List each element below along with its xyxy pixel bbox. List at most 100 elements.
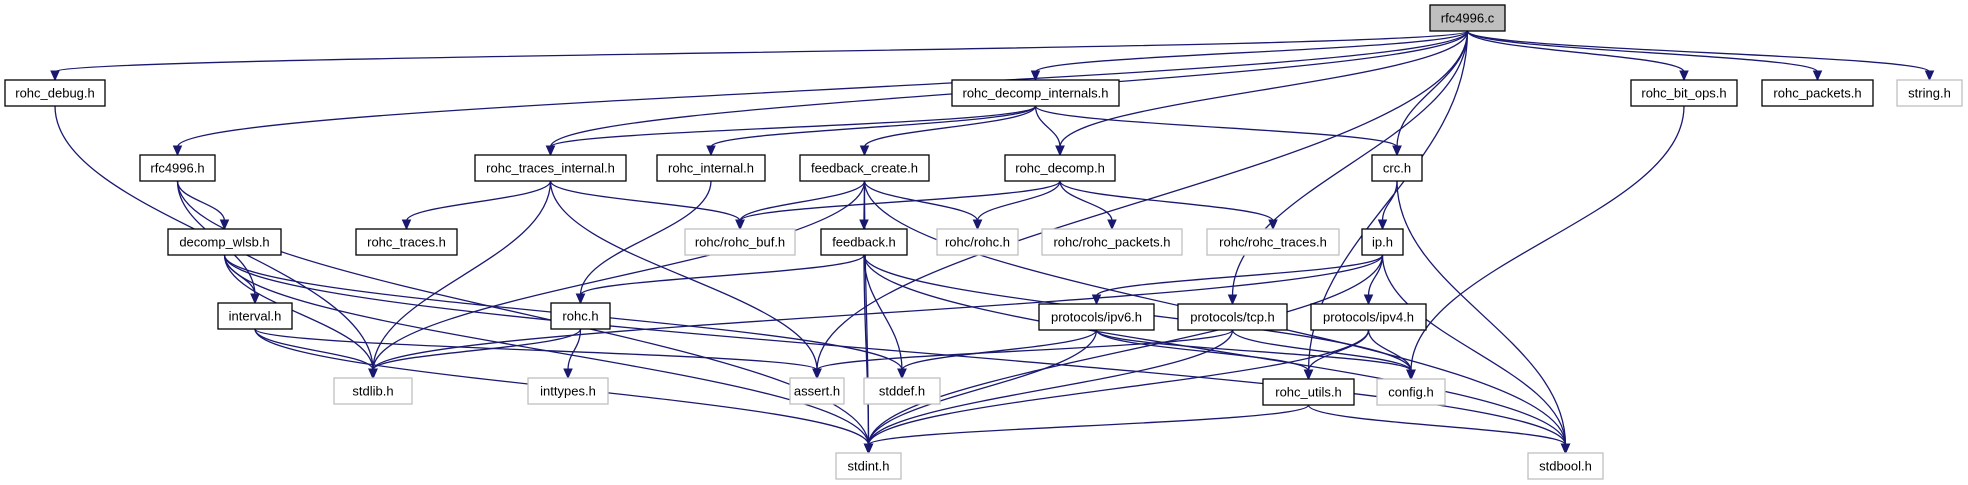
edge-protocols-tcp-h-to-stdint-h [867, 329, 1234, 446]
node-label: decomp_wlsb.h [179, 235, 269, 250]
arrowhead [401, 219, 412, 231]
node-label: rohc_traces_internal.h [486, 161, 615, 176]
node-label: feedback.h [832, 235, 896, 250]
node-box [474, 154, 627, 182]
arrowhead [1227, 294, 1238, 306]
node-label: stdbool.h [1539, 459, 1592, 474]
edge-rohc-decomp-h-to-rohc-rohc-traces-h [1059, 180, 1274, 222]
node-rohc-decomp-h[interactable]: rohc_decomp.h [1004, 154, 1116, 182]
node-box [1376, 378, 1446, 406]
node-box [1361, 228, 1404, 256]
arrowhead [575, 293, 586, 305]
node-protocols-tcp-h[interactable]: protocols/tcp.h [1177, 303, 1288, 331]
node-decomp-wlsb-h[interactable]: decomp_wlsb.h [167, 228, 282, 256]
node-rohc-debug-h[interactable]: rohc_debug.h [4, 79, 106, 107]
edge-feedback-create-h-to-rohc-rohc-h [863, 180, 979, 222]
node-box [789, 377, 845, 405]
node-label: stdint.h [848, 459, 890, 474]
arrowhead [172, 145, 183, 157]
node-stdint-h: stdint.h [835, 452, 902, 480]
node-label: protocols/ipv6.h [1051, 310, 1142, 325]
node-rohc-internal-h[interactable]: rohc_internal.h [656, 154, 766, 182]
node-rohc-decomp-internals-h[interactable]: rohc_decomp_internals.h [951, 79, 1120, 107]
node-feedback-create-h[interactable]: feedback_create.h [799, 154, 930, 182]
node-box [936, 228, 1019, 256]
node-label: protocols/ipv4.h [1323, 310, 1414, 325]
node-label: feedback_create.h [811, 161, 918, 176]
arrowhead [1679, 70, 1689, 82]
arrowhead [706, 145, 716, 157]
node-box [139, 154, 216, 182]
edge-decomp-wlsb-h-to-stdint-h [223, 254, 870, 446]
node-box [217, 302, 293, 330]
edge-rohc-traces-internal-h-to-rohc-rohc-buf-h [549, 180, 741, 222]
arrowhead [1268, 219, 1278, 231]
arrowhead [1107, 219, 1117, 231]
node-box [1262, 378, 1355, 406]
arrowhead [50, 70, 60, 82]
arrowhead [897, 368, 907, 380]
edge-rohc-traces-internal-h-to-stdlib-h [372, 180, 552, 371]
node-rfc4996-c[interactable]: rfc4996.c [1429, 4, 1506, 32]
node-box [1761, 79, 1874, 107]
arrowhead [219, 219, 230, 231]
edge-rohc-decomp-internals-h-to-crc-h [1034, 105, 1398, 148]
edge-rohc-internal-h-to-rohc-h [579, 180, 712, 296]
node-crc-h[interactable]: crc.h [1371, 154, 1423, 182]
node-label: assert.h [794, 384, 840, 399]
node-rohc-traces-h[interactable]: rohc_traces.h [355, 228, 458, 256]
node-label: inttypes.h [540, 384, 596, 399]
node-box [684, 228, 796, 256]
node-box [1310, 303, 1427, 331]
node-label: crc.h [1383, 161, 1411, 176]
node-rohc-rohc-buf-h: rohc/rohc_buf.h [684, 228, 796, 256]
arrowhead [859, 145, 870, 157]
node-box [820, 228, 908, 256]
node-feedback-h[interactable]: feedback.h [820, 228, 908, 256]
node-rohc-traces-internal-h[interactable]: rohc_traces_internal.h [474, 154, 627, 182]
edge-rohc-decomp-internals-h-to-rohc-internal-h [710, 105, 1037, 148]
arrowhead [863, 443, 874, 455]
node-protocols-ipv4-h[interactable]: protocols/ipv4.h [1310, 303, 1427, 331]
node-label: rohc_bit_ops.h [1641, 86, 1726, 101]
edge-feedback-h-to-stdint-h [863, 254, 870, 446]
node-assert-h: assert.h [789, 377, 845, 405]
edge-rfc4996-c-to-rohc-packets-h [1466, 30, 1819, 73]
node-rohc-bit-ops-h[interactable]: rohc_bit_ops.h [1630, 79, 1738, 107]
node-box [333, 377, 413, 405]
edges-layer [50, 30, 1935, 455]
arrowhead [563, 368, 573, 380]
edge-feedback-h-to-stdbool-h [863, 254, 1567, 446]
node-protocols-ipv6-h[interactable]: protocols/ipv6.h [1038, 303, 1155, 331]
node-label: rohc/rohc_buf.h [695, 235, 785, 250]
node-label: rohc_internal.h [668, 161, 754, 176]
node-stdlib-h: stdlib.h [333, 377, 413, 405]
node-rohc-packets-h[interactable]: rohc_packets.h [1761, 79, 1874, 107]
node-box [656, 154, 766, 182]
arrowhead [1406, 369, 1416, 381]
node-rohc-rohc-h: rohc/rohc.h [936, 228, 1019, 256]
node-string-h: string.h [1896, 79, 1963, 107]
node-ip-h[interactable]: ip.h [1361, 228, 1404, 256]
arrowhead [859, 219, 869, 231]
node-rohc-h[interactable]: rohc.h [550, 302, 611, 330]
node-label: rohc/rohc_packets.h [1053, 235, 1170, 250]
node-label: rohc/rohc.h [945, 235, 1010, 250]
node-label: rfc4996.h [150, 161, 204, 176]
edge-rfc4996-c-to-rohc-decomp-internals-h [1034, 30, 1469, 73]
edge-rohc-decomp-internals-h-to-feedback-create-h [863, 105, 1037, 148]
node-box [1177, 303, 1288, 331]
arrowhead [1560, 443, 1571, 455]
edge-crc-h-to-stdbool-h [1396, 180, 1567, 446]
node-rohc-utils-h[interactable]: rohc_utils.h [1262, 378, 1355, 406]
node-label: rohc/rohc_traces.h [1219, 235, 1327, 250]
node-rfc4996-h[interactable]: rfc4996.h [139, 154, 216, 182]
edge-ip-h-to-stdint-h [867, 254, 1384, 446]
arrowhead [1055, 145, 1065, 157]
edge-rfc4996-c-to-rohc-bit-ops-h [1466, 30, 1685, 73]
arrowhead [1091, 294, 1102, 306]
edge-protocols-ipv4-h-to-stdint-h [867, 329, 1370, 446]
node-label: rohc_traces.h [367, 235, 446, 250]
node-interval-h[interactable]: interval.h [217, 302, 293, 330]
edge-rfc4996-c-to-string-h [1466, 30, 1931, 73]
